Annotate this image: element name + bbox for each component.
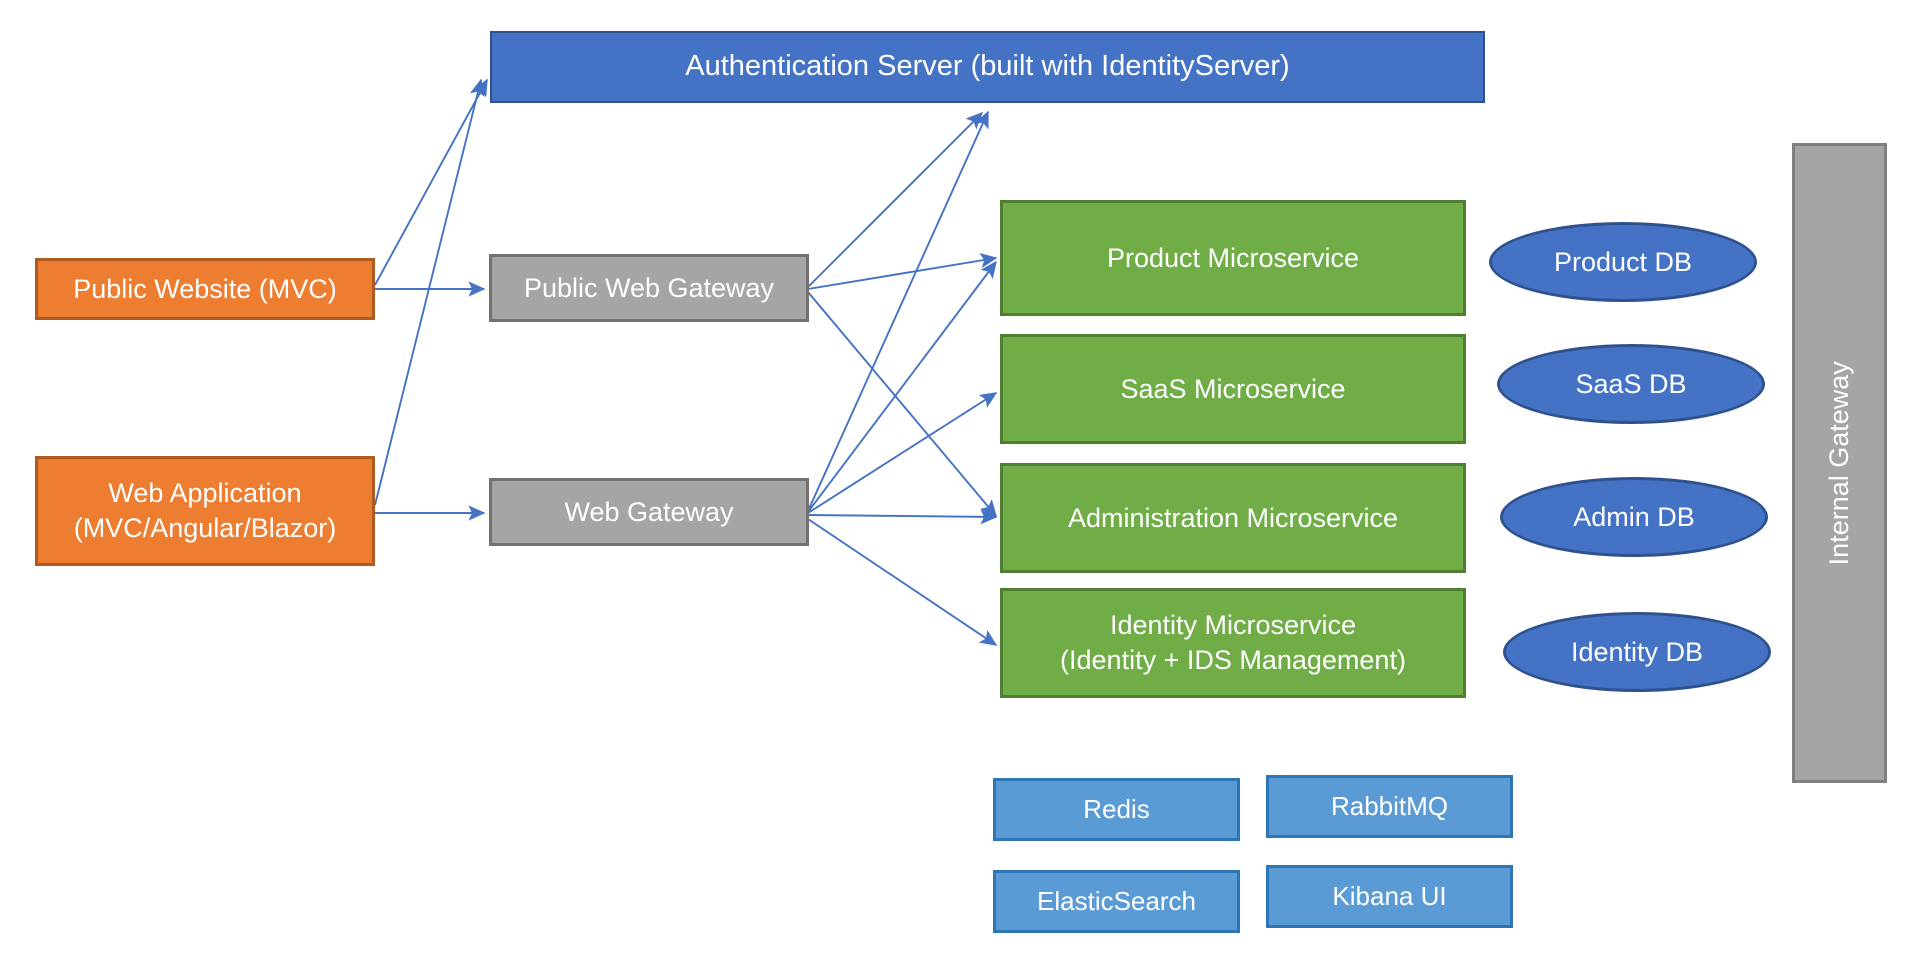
node-admin-db[interactable]: Admin DB xyxy=(1500,477,1768,557)
node-authentication-server[interactable]: Authentication Server (built with Identi… xyxy=(490,31,1485,103)
identity-db-label: Identity DB xyxy=(1570,636,1704,667)
kibana-ui-label: Kibana UI xyxy=(1332,880,1447,911)
internal-gateway-label: Internal Gateway xyxy=(1824,360,1855,566)
node-saas-microservice[interactable]: SaaS Microservice xyxy=(1000,334,1466,444)
node-kibana-ui[interactable]: Kibana UI xyxy=(1266,865,1513,928)
edge-web-gateway-to-saas-microservice xyxy=(807,392,998,514)
identity-microservice-label-line1: Identity Microservice xyxy=(1109,610,1357,641)
edge-web-application-to-auth-server xyxy=(374,78,485,506)
edge-web-gateway-to-administration-microservice xyxy=(807,509,998,525)
node-product-microservice[interactable]: Product Microservice xyxy=(1000,200,1466,316)
public-web-gateway-label: Public Web Gateway xyxy=(523,272,775,303)
node-saas-db[interactable]: SaaS DB xyxy=(1497,344,1765,424)
admin-db-label: Admin DB xyxy=(1573,501,1695,532)
saas-db-label: SaaS DB xyxy=(1575,368,1687,399)
node-identity-db[interactable]: Identity DB xyxy=(1503,612,1771,692)
product-microservice-label: Product Microservice xyxy=(1106,242,1360,273)
web-application-label-line2: (MVC/Angular/Blazor) xyxy=(73,513,337,543)
node-internal-gateway[interactable]: Internal Gateway xyxy=(1792,143,1887,783)
identity-microservice-label-line2: (Identity + IDS Management) xyxy=(1060,645,1406,675)
rabbitmq-label: RabbitMQ xyxy=(1330,790,1449,821)
edge-web-gateway-to-product-microservice xyxy=(807,260,997,513)
authentication-server-label: Authentication Server (built with Identi… xyxy=(685,50,1290,83)
saas-microservice-label: SaaS Microservice xyxy=(1120,373,1346,404)
node-redis[interactable]: Redis xyxy=(993,778,1240,841)
edge-public-web-gateway-to-administration-microservice xyxy=(807,291,997,518)
web-application-label: Web Application (MVC/Angular/Blazor) xyxy=(38,476,372,545)
node-public-website[interactable]: Public Website (MVC) xyxy=(35,258,375,320)
edge-public-web-gateway-to-product-microservice xyxy=(807,253,998,290)
node-product-db[interactable]: Product DB xyxy=(1489,222,1757,302)
node-rabbitmq[interactable]: RabbitMQ xyxy=(1266,775,1513,838)
web-gateway-label: Web Gateway xyxy=(564,496,734,527)
web-application-label-line1: Web Application xyxy=(108,478,302,509)
product-db-label: Product DB xyxy=(1553,246,1693,277)
node-elasticsearch[interactable]: ElasticSearch xyxy=(993,870,1240,933)
elasticsearch-label: ElasticSearch xyxy=(1037,885,1196,916)
public-website-label: Public Website (MVC) xyxy=(73,273,337,304)
node-web-gateway[interactable]: Web Gateway xyxy=(489,478,809,546)
administration-microservice-label: Administration Microservice xyxy=(1067,502,1399,533)
node-web-application[interactable]: Web Application (MVC/Angular/Blazor) xyxy=(35,456,375,566)
node-administration-microservice[interactable]: Administration Microservice xyxy=(1000,463,1466,573)
redis-label: Redis xyxy=(1083,793,1150,824)
node-identity-microservice[interactable]: Identity Microservice (Identity + IDS Ma… xyxy=(1000,588,1466,698)
edge-public-website-to-auth-server xyxy=(374,78,488,286)
identity-microservice-label: Identity Microservice (Identity + IDS Ma… xyxy=(1003,608,1463,677)
edge-public-web-gateway-to-auth-server xyxy=(807,111,984,288)
node-public-web-gateway[interactable]: Public Web Gateway xyxy=(489,254,809,322)
edge-web-gateway-to-identity-microservice xyxy=(807,518,998,646)
edge-web-gateway-to-auth-server xyxy=(807,110,989,512)
